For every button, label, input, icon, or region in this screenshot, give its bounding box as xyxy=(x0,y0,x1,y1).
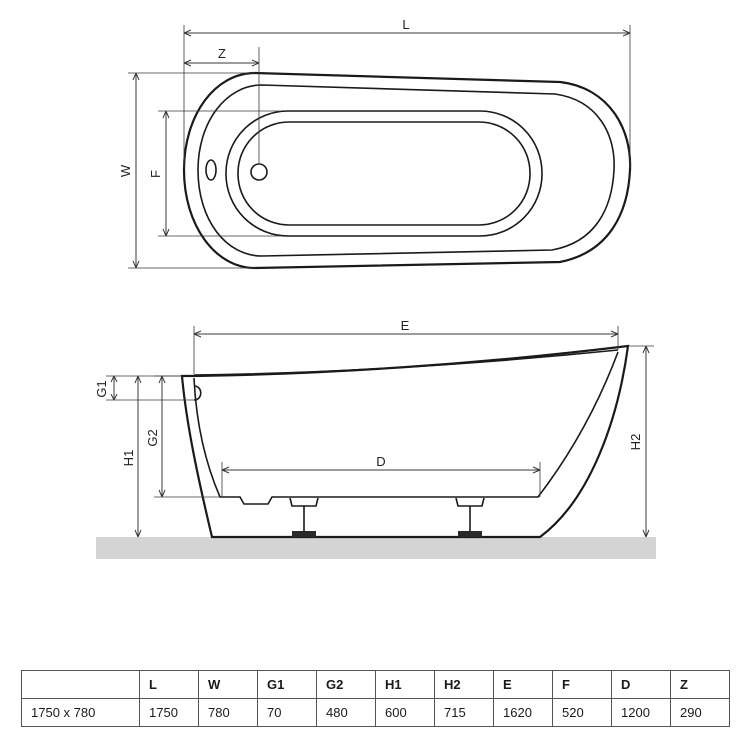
side-view: E D G1 G2 H1 xyxy=(94,318,656,559)
label-G2: G2 xyxy=(145,429,160,446)
dimension-H2: H2 xyxy=(628,345,654,538)
dimension-G1: G1 xyxy=(94,375,194,401)
table-cell: 520 xyxy=(552,698,612,727)
label-H1: H1 xyxy=(121,450,136,467)
label-Z: Z xyxy=(218,46,226,61)
table-header-cell: G1 xyxy=(257,670,317,699)
table-cell: 480 xyxy=(316,698,376,727)
tub-inner-rim xyxy=(197,84,615,257)
dimension-D: D xyxy=(221,454,541,497)
table-cell: 715 xyxy=(434,698,494,727)
dimension-Z: Z xyxy=(183,46,260,163)
overflow-opening xyxy=(205,159,217,181)
top-view: L Z W F xyxy=(118,17,632,270)
table-header-cell: G2 xyxy=(316,670,376,699)
table-header-cell: E xyxy=(493,670,553,699)
table-header-cell xyxy=(21,670,140,699)
label-G1: G1 xyxy=(94,380,109,397)
bathtub-technical-drawing: L Z W F xyxy=(94,17,656,559)
overflow-bump xyxy=(193,385,202,401)
label-F: F xyxy=(148,170,163,178)
label-W: W xyxy=(118,164,133,177)
table-header-cell: Z xyxy=(670,670,730,699)
table-cell: 600 xyxy=(375,698,435,727)
table-cell: 290 xyxy=(670,698,730,727)
table-header-cell: L xyxy=(139,670,199,699)
label-D: D xyxy=(376,454,385,469)
table-header-cell: H2 xyxy=(434,670,494,699)
table-cell: 1750 xyxy=(139,698,199,727)
drain-opening xyxy=(250,163,268,181)
dimension-H1: H1 xyxy=(121,375,142,538)
dimensions-table: L W G1 G2 H1 H2 E F D Z 1750 x 780 1750 … xyxy=(21,670,730,727)
label-E: E xyxy=(401,318,410,333)
basin-outer-line xyxy=(225,110,543,237)
table-header-cell: F xyxy=(552,670,612,699)
basin-inner-line xyxy=(237,121,531,226)
dimension-F: F xyxy=(148,110,280,237)
right-foot xyxy=(455,497,485,537)
table-cell: 1620 xyxy=(493,698,553,727)
dimension-G2: G2 xyxy=(145,375,220,498)
table-cell: 70 xyxy=(257,698,317,727)
dimension-E: E xyxy=(193,318,619,374)
table-header-cell: D xyxy=(611,670,671,699)
dimension-W: W xyxy=(118,72,255,269)
table-header-cell: H1 xyxy=(375,670,435,699)
table-cell: 1200 xyxy=(611,698,671,727)
label-L: L xyxy=(402,17,409,32)
floor xyxy=(96,537,656,559)
table-cell: 1750 x 780 xyxy=(21,698,140,727)
table-header-cell: W xyxy=(198,670,258,699)
label-H2: H2 xyxy=(628,434,643,451)
table-header-row: L W G1 G2 H1 H2 E F D Z xyxy=(21,670,730,699)
dimension-L: L xyxy=(183,17,631,168)
table-row: 1750 x 780 1750 780 70 480 600 715 1620 … xyxy=(21,698,730,727)
tub-inner-wall xyxy=(193,351,619,505)
tub-rim-line xyxy=(193,349,619,376)
left-foot xyxy=(289,497,319,537)
table-cell: 780 xyxy=(198,698,258,727)
